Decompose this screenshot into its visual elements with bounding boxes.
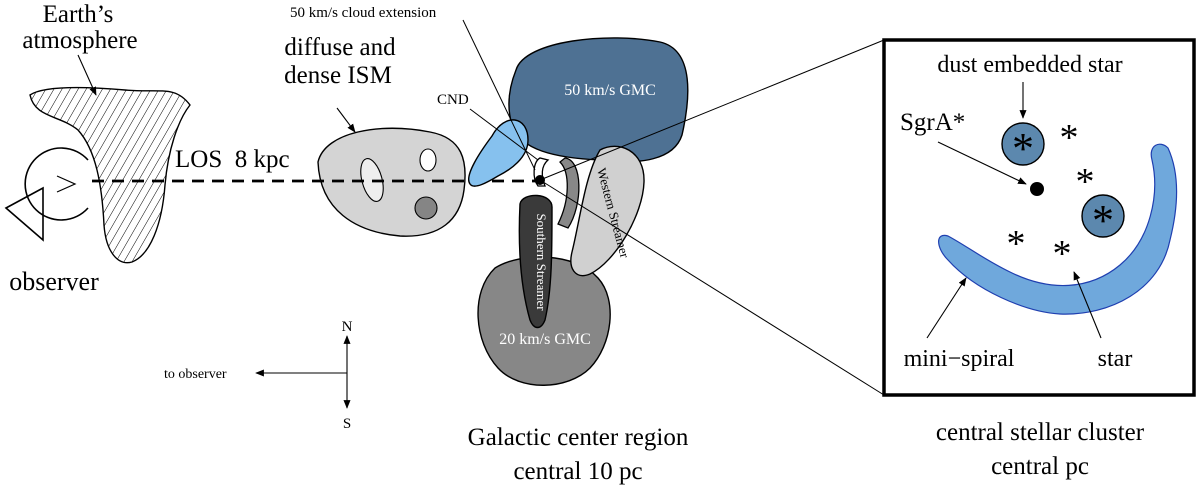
star-glyph-3: * bbox=[1007, 223, 1026, 265]
label-gmc20: 20 km/s GMC bbox=[499, 331, 591, 348]
atmosphere-arrow bbox=[77, 54, 97, 96]
compass bbox=[255, 335, 351, 409]
sgra-arrow bbox=[937, 141, 1027, 185]
label-gc-region-1: Galactic center region bbox=[468, 424, 689, 451]
label-inset-caption-1: central stellar cluster bbox=[936, 419, 1145, 446]
label-observer: observer bbox=[9, 267, 99, 296]
ism-arrow bbox=[336, 107, 356, 133]
label-sgra: SgrA* bbox=[900, 109, 965, 136]
earth-atmosphere-layer bbox=[29, 86, 191, 264]
cnd-leader bbox=[469, 108, 539, 161]
star-glyph-2: * bbox=[1076, 161, 1095, 203]
star-glyph-4: * bbox=[1053, 233, 1072, 275]
ism-cloud bbox=[317, 127, 466, 237]
southern-streamer bbox=[518, 194, 553, 329]
star-glyph-embedded-2: * bbox=[1092, 196, 1114, 245]
observer-eye bbox=[4, 147, 89, 242]
label-inset-caption-2: central pc bbox=[991, 453, 1089, 480]
label-earth-atmosphere-2: atmosphere bbox=[22, 27, 137, 54]
label-southern-streamer: Southern Streamer bbox=[534, 213, 549, 311]
label-mini-spiral: mini−spiral bbox=[904, 346, 1015, 372]
projection-line-bottom bbox=[539, 179, 885, 396]
label-ism-2: dense ISM bbox=[284, 62, 392, 89]
label-gc-region-2: central 10 pc bbox=[513, 458, 642, 485]
star-glyph-embedded-1: * bbox=[1012, 124, 1034, 173]
label-dust-star: dust embedded star bbox=[937, 52, 1122, 78]
stellar-cluster-inset: * * * * * * dust embedded star SgrA* min… bbox=[882, 38, 1196, 397]
projection-line-top bbox=[539, 39, 885, 181]
gmc-50kms bbox=[508, 37, 689, 163]
label-los: LOS 8 kpc bbox=[175, 146, 290, 173]
mini-spiral-arrow bbox=[926, 277, 967, 339]
western-streamer bbox=[570, 145, 645, 277]
cloud-extension-leader bbox=[462, 19, 536, 171]
label-to-observer: to observer bbox=[164, 367, 227, 382]
label-compass-n: N bbox=[342, 319, 353, 335]
dust-embedded-star-2 bbox=[1081, 194, 1125, 238]
label-star: star bbox=[1098, 346, 1133, 372]
mini-spiral bbox=[938, 143, 1178, 315]
sgra-point bbox=[1030, 182, 1044, 196]
star-glyph-1: * bbox=[1060, 117, 1079, 159]
dust-embedded-star-1 bbox=[1001, 122, 1045, 166]
label-compass-s: S bbox=[343, 416, 351, 432]
label-gmc50: 50 km/s GMC bbox=[564, 82, 656, 99]
star-arrow bbox=[1073, 271, 1102, 339]
label-earth-atmosphere-1: Earth’s bbox=[43, 1, 114, 28]
label-cloud-extension: 50 km/s cloud extension bbox=[290, 5, 437, 21]
label-cnd: CND bbox=[437, 92, 469, 108]
cloud-extension-50kms bbox=[468, 119, 529, 187]
label-ism-1: diffuse and bbox=[284, 34, 396, 61]
